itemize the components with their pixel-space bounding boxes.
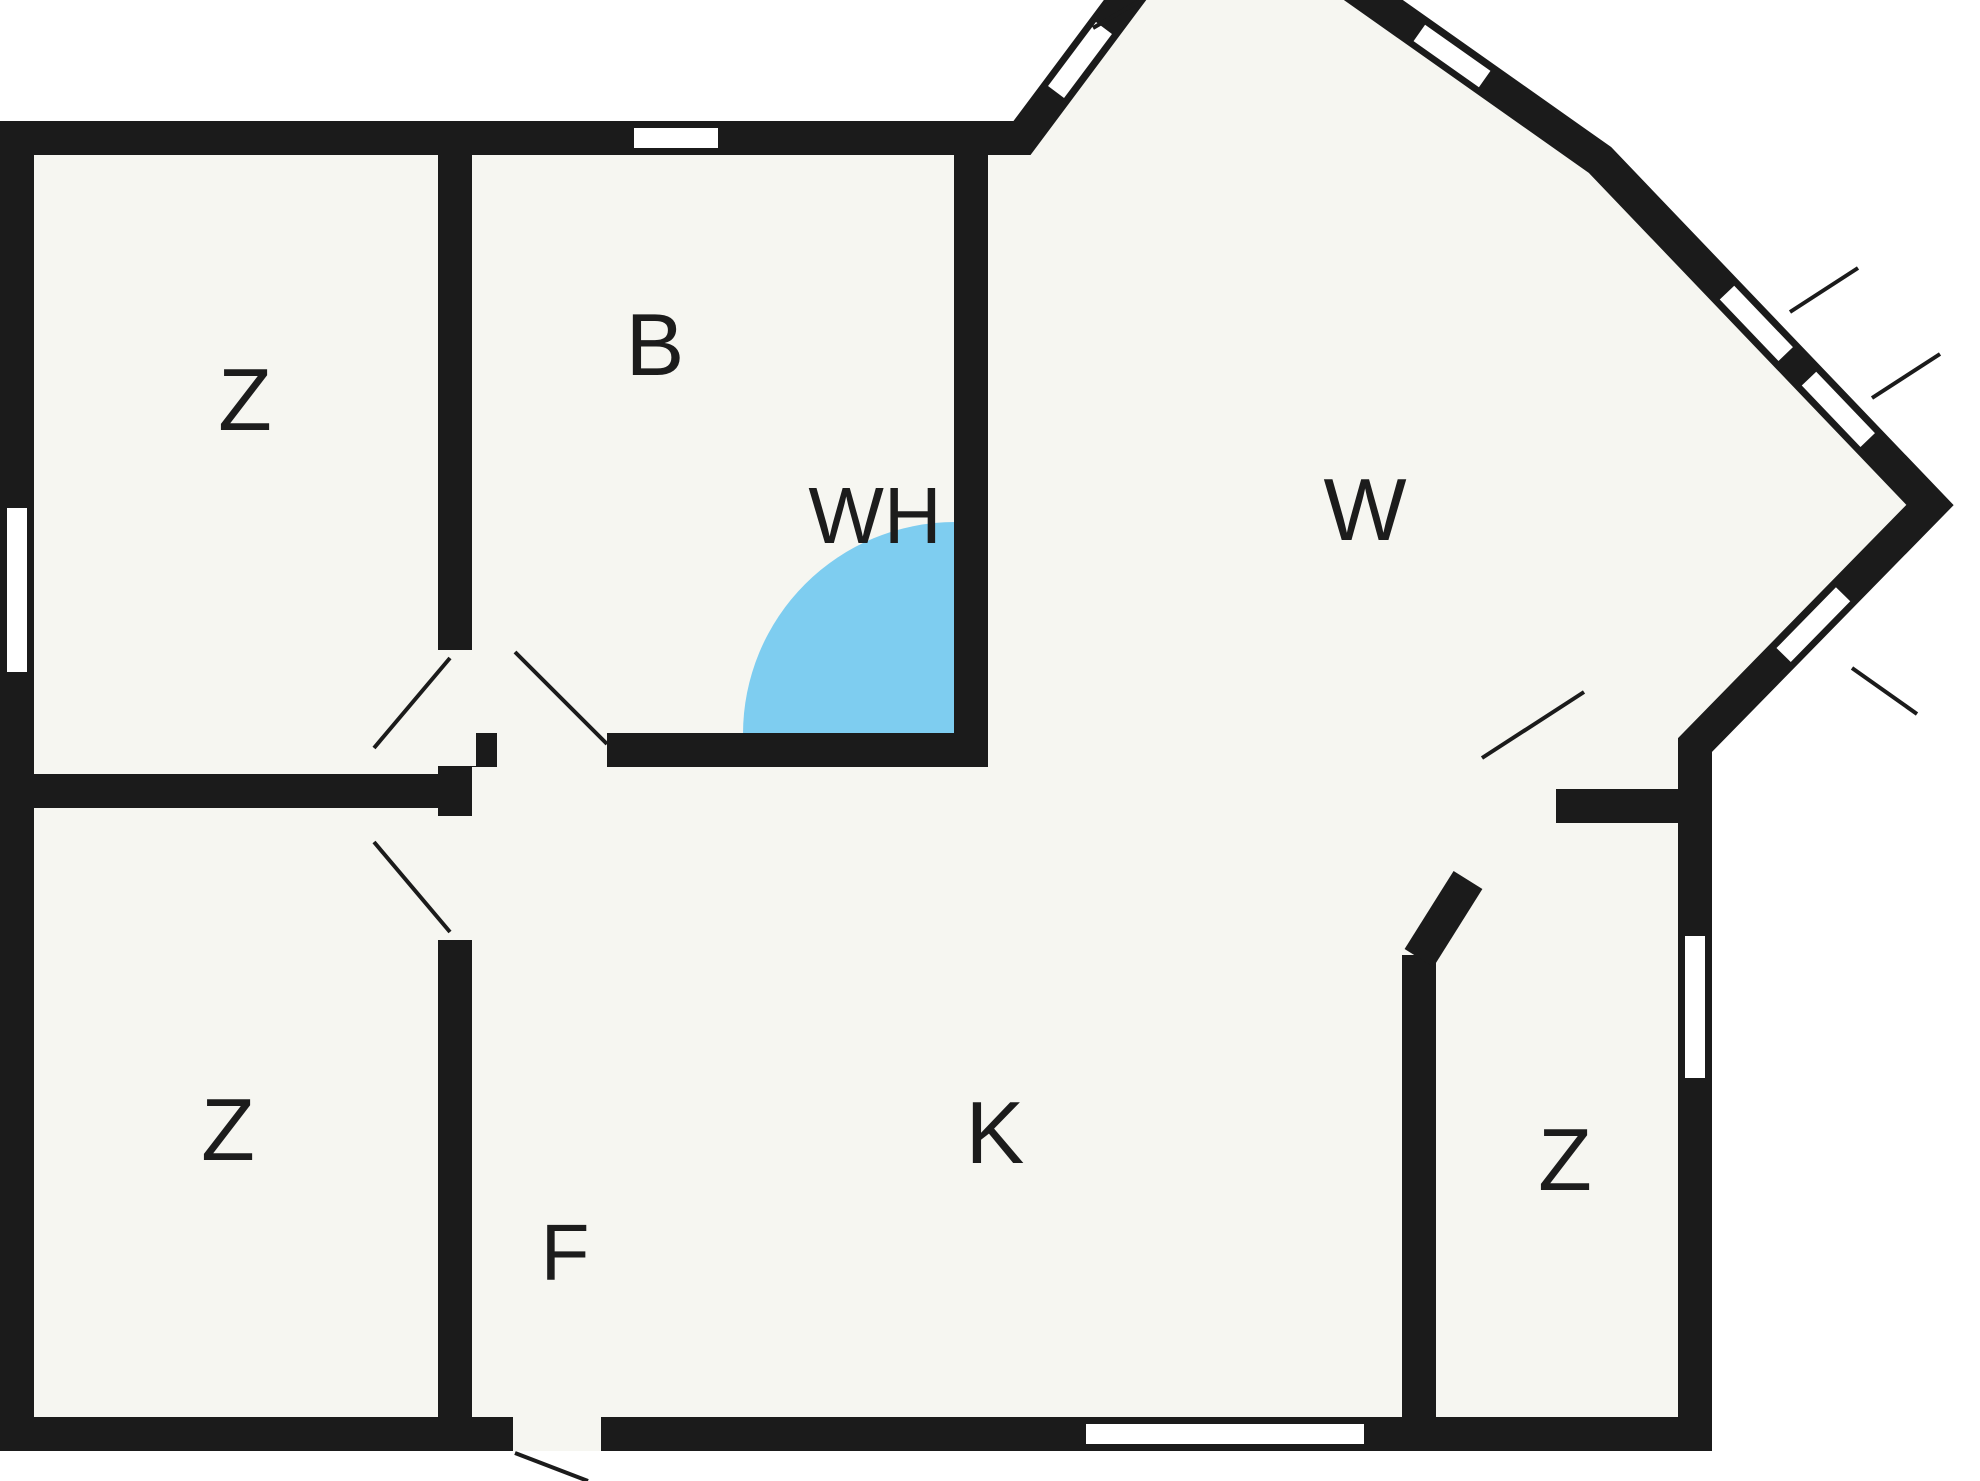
window-bay-southeast: [1776, 587, 1851, 663]
leaf-door-z-upper: [372, 656, 452, 750]
door-gap-bath: [497, 726, 607, 774]
window-bottom: [1086, 1424, 1364, 1444]
leaf-door-z-right: [1480, 690, 1586, 760]
room-label-living: W: [1323, 460, 1406, 559]
leaf-door-z-lower: [372, 840, 452, 934]
room-label-z-upper-left: Z: [218, 350, 272, 449]
room-label-kitchen: K: [966, 1083, 1025, 1182]
window-right: [1685, 936, 1705, 1078]
leaf-window-east-2: [1870, 352, 1942, 400]
door-gap-z-lower: [436, 816, 476, 940]
leaf-window-east-1: [1788, 266, 1860, 314]
windows: [7, 21, 1875, 1444]
swing-leaves: [372, 0, 1942, 1481]
window-left: [7, 508, 27, 672]
window-top: [634, 128, 718, 148]
window-bay-northwest: [1048, 21, 1112, 99]
room-label-hall: F: [541, 1208, 590, 1297]
door-gap-entrance: [513, 1416, 601, 1451]
window-bay-northeast: [1413, 24, 1491, 88]
wall-z-right-diagonal: [1404, 870, 1483, 968]
room-label-shower: WH: [808, 471, 941, 560]
room-labels: Z B WH W Z F K Z: [201, 295, 1592, 1297]
door-openings: [436, 650, 607, 1451]
shower-wet-area: [743, 522, 955, 734]
leaf-door-bath: [513, 650, 609, 746]
room-label-z-right: Z: [1538, 1110, 1592, 1209]
leaf-door-entrance: [514, 1451, 589, 1481]
room-label-bath: B: [626, 295, 685, 394]
leaf-window-northwest: [1091, 0, 1146, 30]
room-label-z-lower-left: Z: [201, 1080, 255, 1179]
leaf-window-southeast: [1850, 666, 1919, 716]
window-bay-east-2: [1801, 371, 1875, 447]
window-bay-east-1: [1719, 285, 1793, 361]
